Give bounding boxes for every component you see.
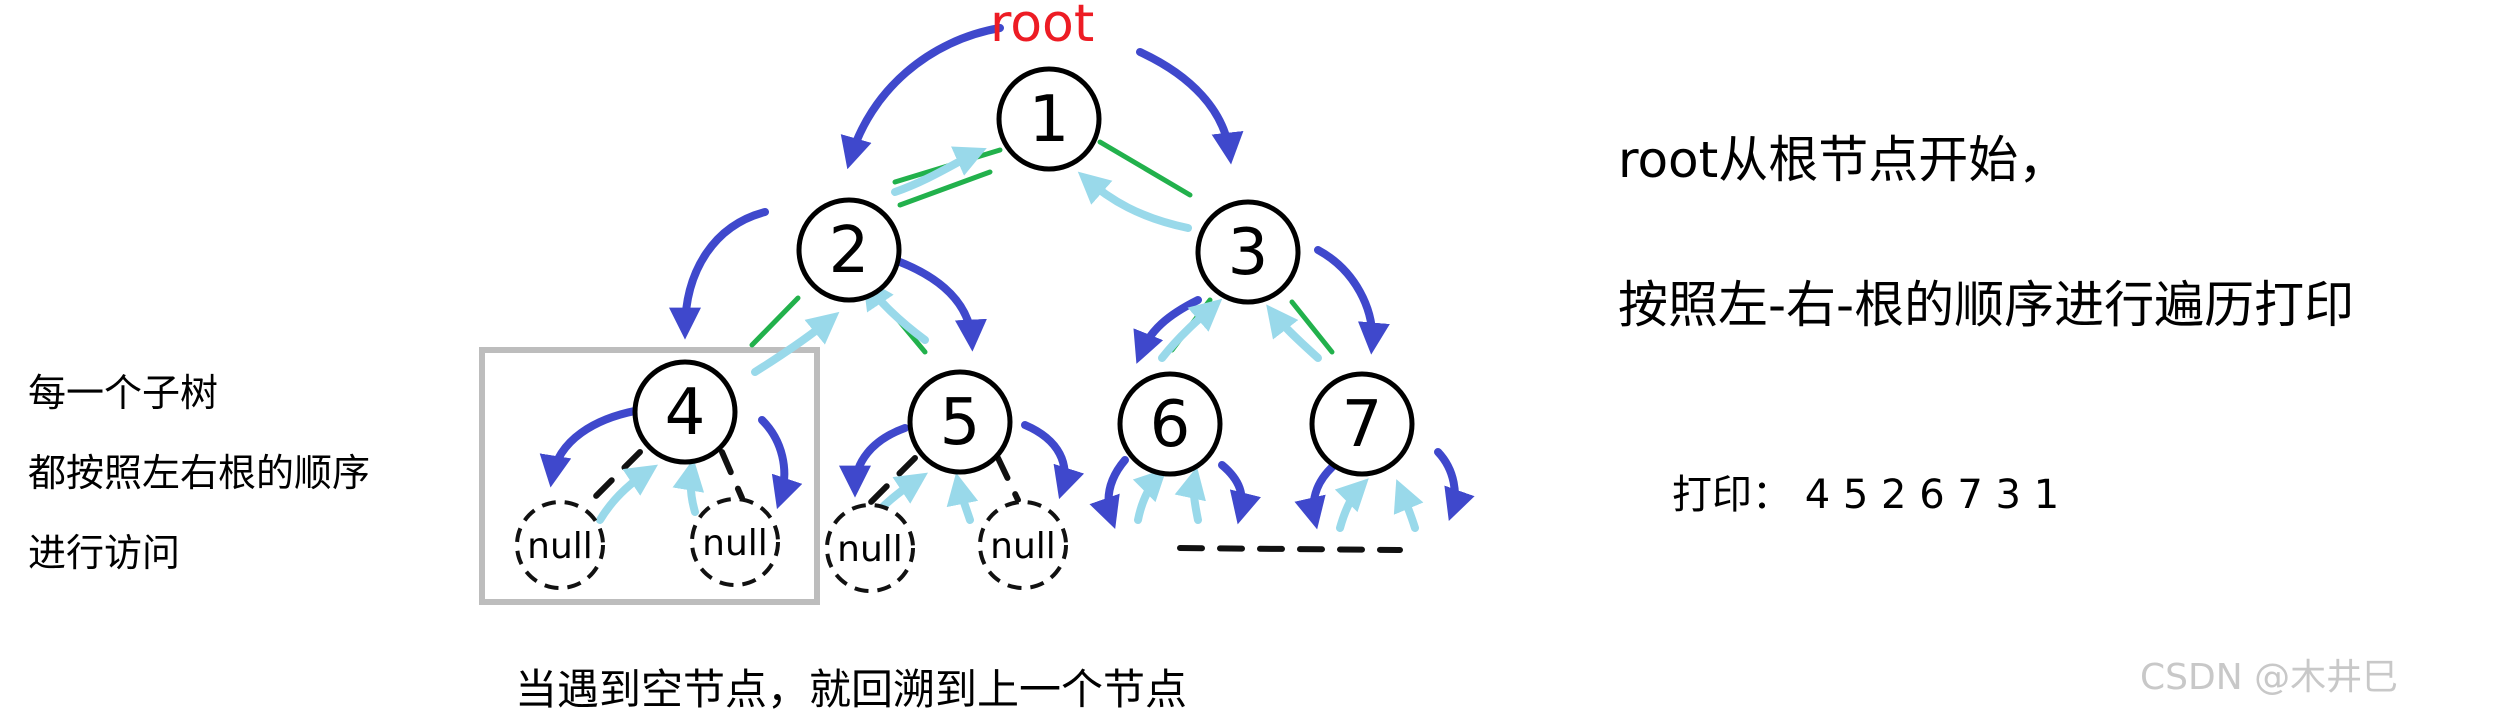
traversal-arrows — [539, 24, 1475, 530]
svg-text:3: 3 — [1228, 216, 1269, 290]
subtree-box — [479, 347, 820, 605]
leaf-null-dashes — [1177, 545, 1403, 553]
description-line-1: root从根节点开始， — [1618, 131, 2069, 189]
print-output: 打印： 4 5 2 6 7 3 1 — [1672, 472, 2060, 518]
edge-3-7 — [1289, 299, 1335, 355]
tree-node-1: 1 — [996, 66, 1102, 172]
side-note-line-2: 都按照左右根的顺序 — [28, 451, 371, 495]
edge-1-2b — [897, 169, 993, 208]
svg-text:2: 2 — [829, 214, 870, 288]
edge-2-4 — [749, 295, 801, 348]
tree-node-3: 3 — [1195, 199, 1301, 305]
svg-text:null: null — [527, 526, 593, 567]
description-line-2: 按照左-右-根的顺序进行遍历打印 — [1618, 276, 2355, 334]
svg-text:null: null — [702, 523, 768, 564]
svg-text:4: 4 — [665, 376, 706, 450]
side-note-line-1: 每一个子树 — [28, 371, 219, 415]
null-links — [587, 449, 1403, 553]
svg-text:1: 1 — [1029, 83, 1070, 157]
side-note-line-3: 进行访问 — [28, 531, 181, 575]
tree-node-7: 7 — [1309, 371, 1415, 477]
tree-node-5: 5 — [907, 369, 1013, 475]
tree-node-2: 2 — [796, 197, 902, 303]
backtrack-note: 当遇到空节点，就回溯到上一个节点 — [515, 665, 1188, 714]
svg-text:5: 5 — [940, 386, 981, 460]
null-node-4-left: null — [515, 500, 605, 590]
watermark: CSDN @木井巳 — [2140, 657, 2399, 698]
null-node-5-left: null — [825, 503, 915, 593]
root-label: root — [990, 0, 1095, 54]
svg-text:null: null — [990, 526, 1056, 567]
tree-node-4: 4 — [632, 359, 738, 465]
svg-text:7: 7 — [1342, 388, 1383, 462]
null-node-5-right: null — [978, 500, 1068, 590]
tree-node-6: 6 — [1117, 371, 1223, 477]
svg-text:null: null — [837, 529, 903, 570]
edge-1-3 — [1097, 139, 1193, 198]
svg-text:6: 6 — [1150, 388, 1191, 462]
null-node-4-right: null — [690, 497, 780, 587]
